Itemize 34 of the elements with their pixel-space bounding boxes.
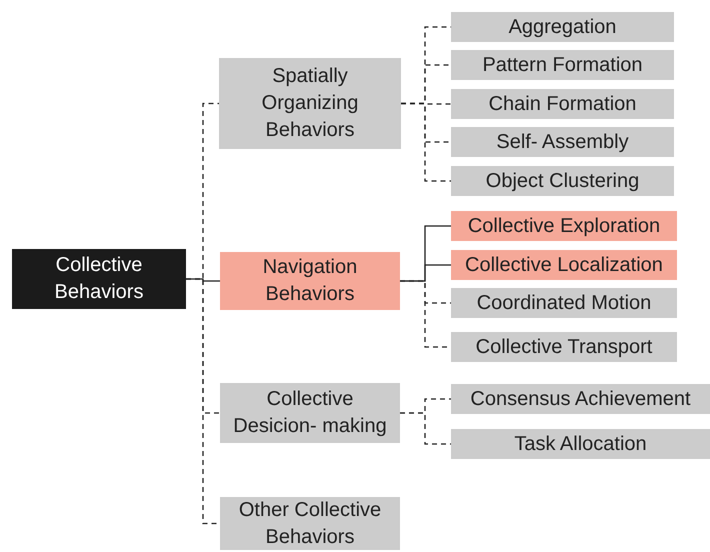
box-label: Navigation Behaviors: [262, 255, 358, 307]
category-box: [219, 58, 401, 149]
box-label: Object Clustering: [486, 168, 640, 194]
box-label: Aggregation: [508, 14, 616, 40]
category-box: [451, 384, 710, 414]
category-box: [451, 127, 674, 157]
connector-line: [401, 102, 451, 182]
box-label: Pattern Formation: [482, 52, 643, 78]
box-label: Collective Behaviors: [54, 253, 144, 305]
box-label: Coordinated Motion: [476, 290, 652, 316]
category-box: [451, 332, 677, 362]
box-label: Consensus Achievement: [470, 386, 691, 412]
category-box: [12, 249, 186, 309]
connector-line: [400, 412, 451, 445]
category-box: [451, 166, 674, 196]
box-label: Self- Assembly: [496, 130, 629, 154]
category-box: [451, 288, 677, 318]
box-label: Collective Desicion- making: [232, 387, 388, 439]
box-label: Collective Exploration: [468, 214, 660, 238]
box-label: Collective Transport: [476, 334, 652, 360]
category-box: [220, 497, 400, 550]
box-label: Chain Formation: [488, 92, 636, 116]
category-box: [451, 89, 674, 119]
category-box: [451, 429, 710, 459]
category-box: [451, 250, 677, 280]
box-label: Task Allocation: [514, 432, 647, 456]
box-label: Other Collective Behaviors: [238, 498, 382, 550]
category-box: [220, 252, 400, 310]
category-box: [451, 12, 674, 42]
box-label: Spatially Organizing Behaviors: [260, 64, 360, 143]
box-label: Collective Localization: [465, 252, 663, 278]
category-box: [451, 211, 677, 241]
category-box: [451, 50, 674, 80]
category-box: [220, 383, 400, 443]
